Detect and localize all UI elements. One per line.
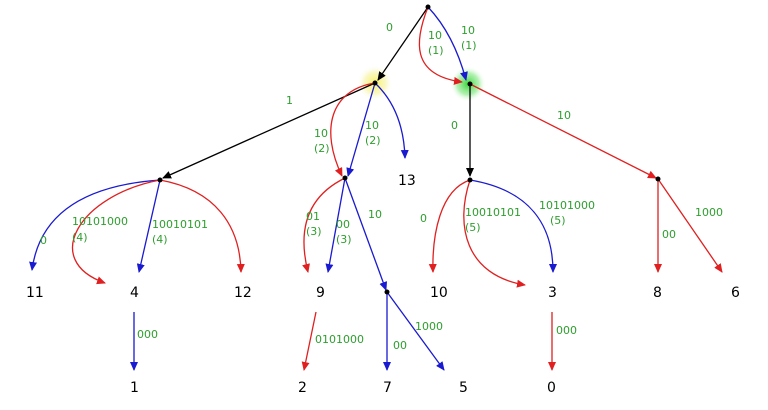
edge-b-to-11 (29, 179, 161, 271)
edge-h-to-6 (657, 178, 723, 273)
edge-label: 10 (314, 127, 328, 140)
edge-g-to-5 (386, 291, 445, 371)
edge-label: 10010101 (465, 206, 521, 219)
edge-a-to-b (162, 82, 376, 179)
edge-root-to-d-blue (427, 6, 468, 81)
edge-e-to-3-blue (469, 179, 557, 273)
edge-label: 10 (461, 24, 475, 37)
edge-label: (1) (428, 44, 444, 57)
edge-label: 00 (336, 218, 350, 231)
edge-label: 1 (286, 94, 293, 107)
edge-a-to-13 (374, 82, 409, 159)
leaf-label: 2 (298, 380, 307, 396)
edge-label: 00 (662, 228, 676, 241)
edge-label: 1000 (415, 320, 443, 333)
edge-label: 000 (137, 328, 158, 341)
leaf-label: 11 (26, 285, 44, 301)
edge-label: (4) (72, 231, 88, 244)
leaf-label: 1 (130, 380, 139, 396)
node-a (372, 80, 378, 86)
edge-d-to-h (469, 83, 657, 179)
leaf-label: 0 (547, 380, 556, 396)
leaf-label: 8 (653, 285, 662, 301)
node-c (342, 175, 348, 181)
leaf-label: 5 (459, 380, 468, 396)
node-b (157, 177, 163, 183)
edge-label: 10010101 (152, 218, 208, 231)
edge-label: (5) (550, 214, 566, 227)
edge-label: 0 (386, 21, 393, 34)
edge-c-to-9-blue (325, 177, 346, 273)
node-h (655, 176, 661, 182)
node-root (425, 4, 431, 10)
leaf-label: 13 (398, 173, 416, 189)
leaf-label: 7 (383, 380, 392, 396)
edge-label: 10 (365, 119, 379, 132)
edge-label: 10 (368, 208, 382, 221)
edge-a-to-c-blue (346, 82, 376, 177)
edge-c-to-g (344, 177, 388, 291)
edge-label: 10 (557, 109, 571, 122)
edge-label: 01 (306, 210, 320, 223)
edge-label: (2) (314, 142, 330, 155)
leaf-label: 4 (130, 285, 139, 301)
edge-label: 10101000 (72, 215, 128, 228)
edge-e-to-10 (428, 179, 471, 273)
edge-b-to-4-red (72, 179, 161, 285)
edge-a-to-c-red (330, 82, 376, 177)
edge-label: 0101000 (315, 333, 364, 346)
edge-label: (3) (336, 233, 352, 246)
node-g (384, 289, 390, 295)
edge-label: 0 (40, 234, 47, 247)
edge-label: (2) (365, 134, 381, 147)
edge-label: 000 (556, 324, 577, 337)
leaf-label: 12 (234, 285, 252, 301)
edge-b-to-4-blue (136, 179, 161, 273)
edge-b-to-12 (159, 179, 245, 273)
edge-label: 10 (428, 29, 442, 42)
edge-c-to-9-red (302, 177, 346, 273)
edge-e-to-3-red (463, 179, 526, 288)
edge-label: 0 (420, 212, 427, 225)
leaf-label: 9 (316, 285, 325, 301)
edge-label: (1) (461, 39, 477, 52)
leaf-label: 10 (430, 285, 448, 301)
edge-root-to-d-red (418, 6, 463, 85)
edge-9-to-2 (301, 311, 317, 371)
leaf-label: 6 (731, 285, 740, 301)
edge-label: (3) (306, 225, 322, 238)
leaf-label: 3 (548, 285, 557, 301)
edge-label: 00 (393, 339, 407, 352)
edge-root-to-a (377, 6, 429, 81)
edge-label: 10101000 (539, 199, 595, 212)
edge-label: 0 (451, 119, 458, 132)
edge-label: 1000 (695, 206, 723, 219)
node-d (467, 81, 473, 87)
edge-label: (5) (465, 221, 481, 234)
edge-label: (4) (152, 233, 168, 246)
node-e (467, 177, 473, 183)
